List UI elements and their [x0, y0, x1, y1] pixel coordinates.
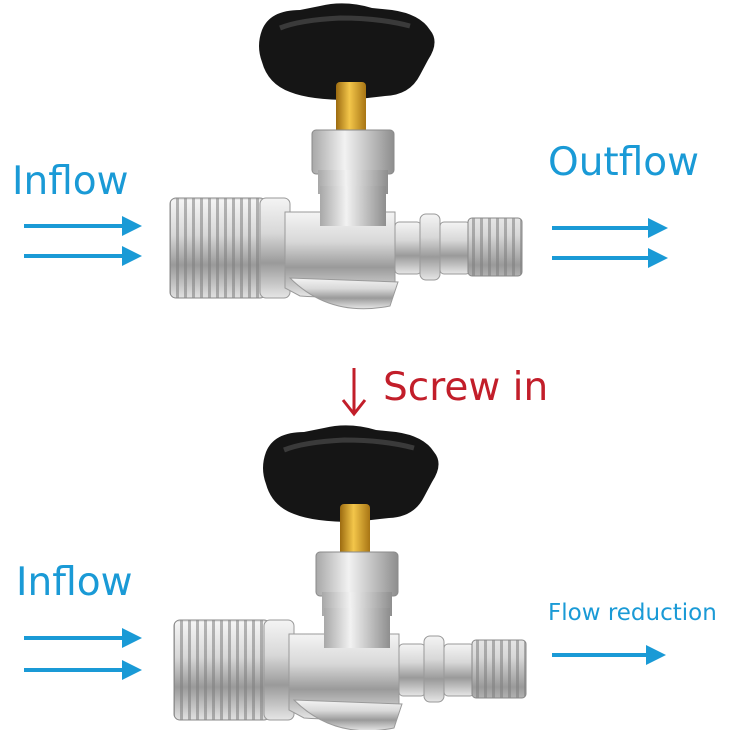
outflow-label-top: Outflow [548, 140, 700, 185]
inflow-label-bottom: Inflow [16, 560, 133, 605]
screw-in-arrow [341, 368, 367, 417]
screw-in-label: Screw in [383, 365, 549, 410]
inflow-label-top: Inflow [12, 159, 129, 204]
flow-reduction-label: Flow reduction [548, 600, 717, 626]
reduced-flow-arrow [552, 645, 666, 665]
outflow-arrows-top [552, 218, 668, 268]
inflow-arrows-top [24, 216, 142, 266]
inflow-arrows-bottom [24, 628, 142, 680]
valve-bottom [174, 425, 526, 730]
valve-top [170, 3, 522, 308]
